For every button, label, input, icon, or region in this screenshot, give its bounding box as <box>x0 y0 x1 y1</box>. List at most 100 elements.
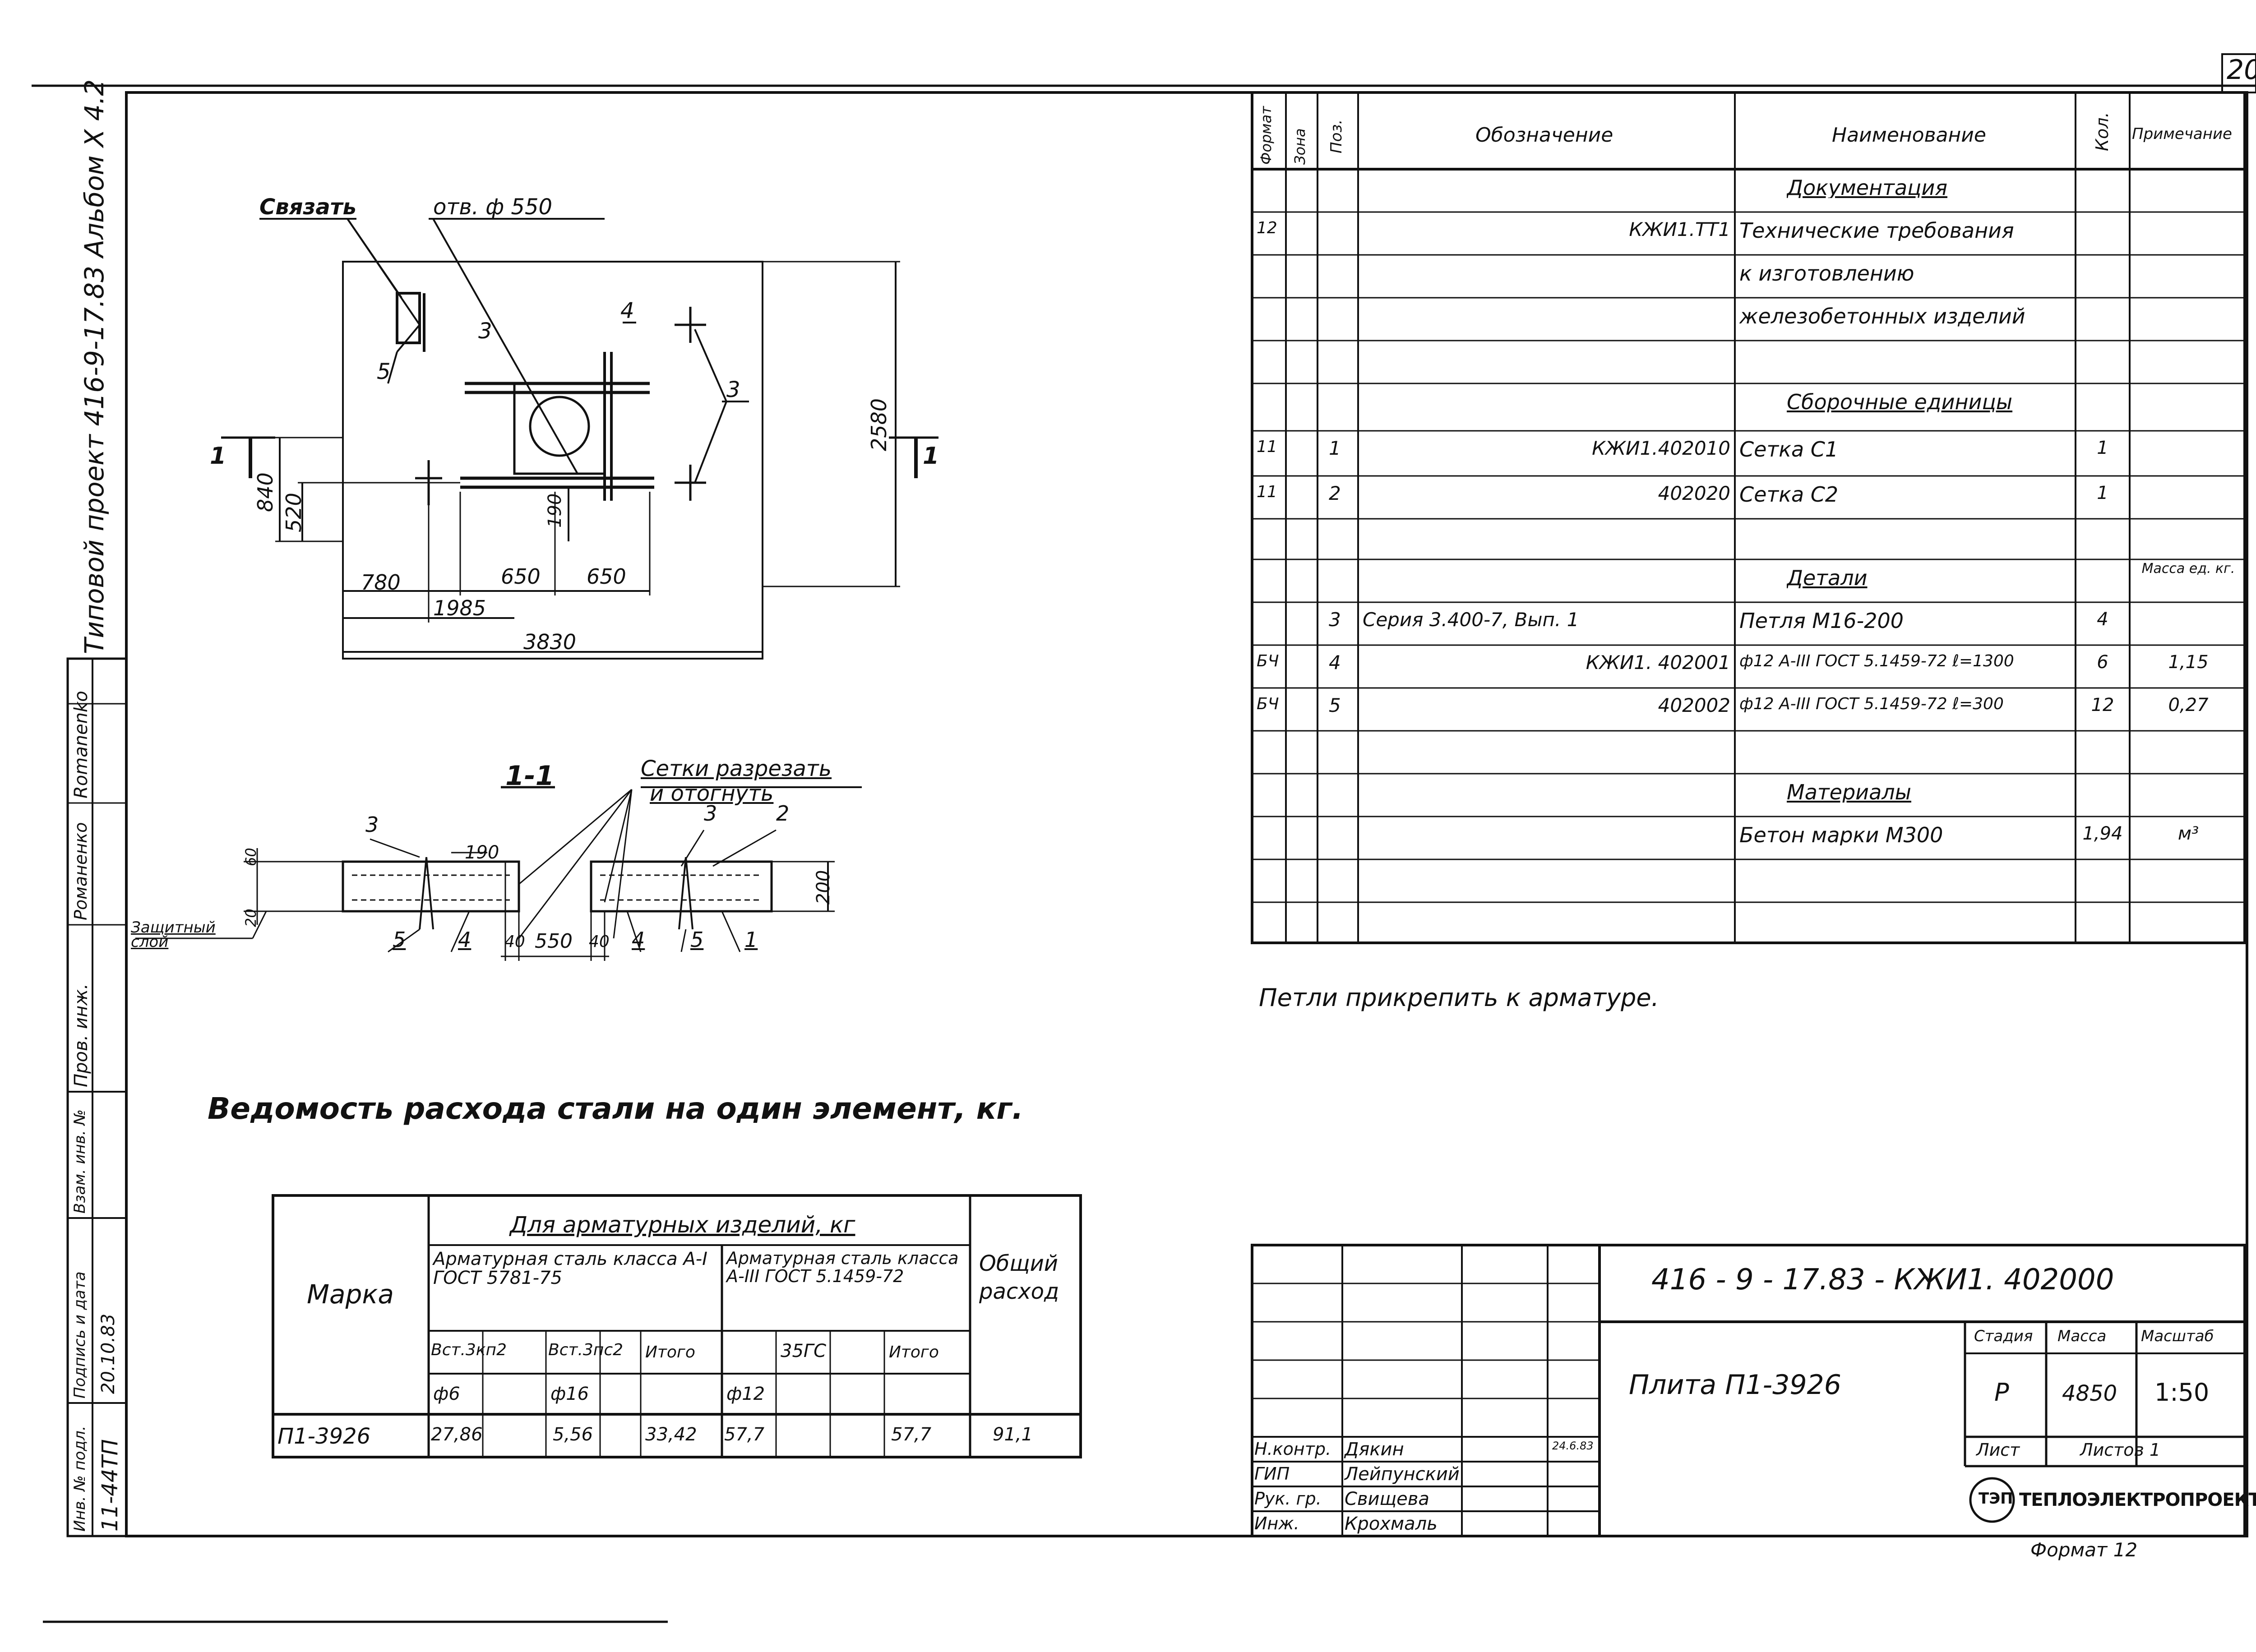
sec-label-3b: 3 <box>704 801 717 826</box>
spec-cell-name: Материалы <box>1787 782 1911 803</box>
spec-cell-qty: 12 <box>2091 695 2114 715</box>
steel-marka-header: Марка <box>307 1279 394 1310</box>
format-label: Формат 12 <box>2030 1539 2138 1561</box>
hole-label: отв. ф 550 <box>433 194 553 220</box>
check-label: Пров. инж. <box>71 983 92 1087</box>
section-mark-right: 1 <box>923 443 939 470</box>
staff-name: Крохмаль <box>1345 1514 1438 1534</box>
spec-header-pos: Поз. <box>1327 119 1345 153</box>
spec-cell-pos: 1 <box>1329 437 1341 459</box>
spec-cell-name: Документация <box>1787 177 1948 198</box>
sign-label: Подпись и дата <box>71 1271 89 1398</box>
spec-cell-note: 0,27 <box>2168 695 2209 715</box>
spec-cell-name: ф12 А-III ГОСТ 5.1459-72 ℓ=300 <box>1739 696 2004 712</box>
sec-label-200: 200 <box>813 870 834 904</box>
spec-cell-designation: КЖИ1.ТТ1 <box>1629 220 1730 239</box>
steel-group-header: Для арматурных изделий, кг <box>510 1212 855 1238</box>
sec-label-5b: 5 <box>690 928 704 952</box>
project-margin-text: Типовой проект 416-9-17.83 Альбом X 4.2 <box>79 79 110 654</box>
section-mark-left: 1 <box>210 443 227 470</box>
spec-cell-designation: КЖИ1. 402001 <box>1586 653 1730 672</box>
steel-table-caption: Ведомость расхода стали на один элемент,… <box>208 1091 1023 1126</box>
sec-label-550: 550 <box>535 930 573 953</box>
steel-itogo3: Итого <box>889 1343 939 1361</box>
spec-cell-name: Сетка С1 <box>1739 439 1839 460</box>
steel-dia-a: ф6 <box>433 1384 460 1404</box>
inv-value: 11-44ТП <box>97 1439 123 1532</box>
spec-header-zone: Зона <box>1291 128 1308 165</box>
inv-label: Инв. № подл. <box>71 1426 89 1532</box>
sec-label-60: 60 <box>242 848 259 866</box>
spec-cell-pos: 5 <box>1329 694 1341 716</box>
doc-code: 416 - 9 - 17.83 - КЖИ1. 402000 <box>1651 1263 2114 1297</box>
staff-name: Дякин <box>1345 1439 1404 1460</box>
spec-cell-name: Сборочные единицы <box>1787 392 2013 412</box>
dim-780: 780 <box>361 570 401 595</box>
steel-dia-b: ф16 <box>550 1384 589 1404</box>
spec-header-qty: Кол. <box>2092 112 2112 151</box>
steel-row-v10: 91,1 <box>993 1424 1033 1445</box>
spec-cell-format: БЧ <box>1257 695 1279 713</box>
spec-cell-qty: 6 <box>2097 652 2108 673</box>
spec-cell-name: Бетон марки М300 <box>1739 825 1943 845</box>
mass-label: Масса <box>2057 1327 2107 1345</box>
sec-label-1: 1 <box>744 928 758 952</box>
steel-sub1a: Вст.3кп2 <box>431 1341 507 1359</box>
section-title: 1-1 <box>505 760 555 792</box>
mass-value: 4850 <box>2062 1381 2117 1406</box>
org-logo-circle <box>1969 1477 2015 1523</box>
dim-840: 840 <box>253 472 277 512</box>
scale-label: Масштаб <box>2141 1327 2214 1345</box>
steel-row-v9: 57,7 <box>891 1424 932 1445</box>
spec-cell-note: 1,15 <box>2168 652 2209 673</box>
spec-cell-note: м³ <box>2177 823 2199 844</box>
steel-class3: Арматурная сталь класса А-III ГОСТ 5.145… <box>726 1248 959 1286</box>
dim-3830: 3830 <box>523 630 577 654</box>
spec-cell-format: 11 <box>1257 438 1277 456</box>
steel-dia-c: ф12 <box>726 1384 765 1404</box>
spec-cell-name: ф12 А-III ГОСТ 5.1459-72 ℓ=1300 <box>1739 653 2014 669</box>
steel-class1: Арматурная сталь класса А-I ГОСТ 5781-75 <box>433 1249 707 1288</box>
sec-label-4a: 4 <box>458 928 472 952</box>
spec-cell-pos: 4 <box>1329 651 1341 674</box>
steel-total-header: Общий расход <box>979 1251 1059 1305</box>
sheets-label: Листов 1 <box>2080 1440 2161 1460</box>
staff-name: Свищева <box>1345 1489 1429 1509</box>
dim-650b: 650 <box>587 564 626 589</box>
staff-name: Лейпунский <box>1345 1464 1460 1485</box>
dim-650a: 650 <box>501 564 541 589</box>
steel-sub3: 35ГС <box>781 1341 827 1361</box>
staff-date: 24.6.83 <box>1552 1440 1594 1452</box>
sec-label-2: 2 <box>776 801 790 826</box>
spec-cell-name: железобетонных изделий <box>1739 306 2025 327</box>
spec-cell-designation: 402020 <box>1658 484 1730 503</box>
steel-row-v1: 27,86 <box>431 1424 483 1445</box>
general-note: Петли прикрепить к арматуре. <box>1259 983 1659 1012</box>
product-name: Плита П1-3926 <box>1629 1369 1841 1401</box>
spec-cell-format: 11 <box>1257 483 1277 501</box>
section-note-line2: и отогнуть <box>650 781 774 806</box>
protective-layer-label: Защитный слой <box>131 918 216 951</box>
spec-header-format: Формат <box>1257 106 1275 165</box>
spec-cell-name: Детали <box>1787 568 1868 588</box>
spec-header-designation: Обозначение <box>1475 124 1613 147</box>
dim-1985: 1985 <box>433 596 486 620</box>
spec-cell-pos: 3 <box>1329 609 1341 631</box>
steel-row-v3: 5,56 <box>553 1424 593 1445</box>
steel-row-marka: П1-3926 <box>277 1424 371 1449</box>
spec-cell-note: Масса ед. кг. <box>2141 561 2235 577</box>
spec-cell-qty: 4 <box>2097 609 2108 630</box>
sec-label-4b: 4 <box>632 928 645 952</box>
sheet-number: 20 <box>2227 54 2256 86</box>
sec-label-3a: 3 <box>365 812 379 837</box>
staff-role: Н.контр. <box>1254 1439 1331 1459</box>
org-name: ТЕПЛОЭЛЕКТРОПРОЕКТ <box>2019 1490 2256 1510</box>
callout-5: 5 <box>377 359 391 384</box>
steel-row-v5: 33,42 <box>645 1424 697 1445</box>
spec-cell-name: Петля М16-200 <box>1739 610 1904 631</box>
spec-cell-format: БЧ <box>1257 652 1279 670</box>
spec-cell-name: Сетка С2 <box>1739 484 1839 505</box>
check-name: Романенко <box>71 822 91 920</box>
sheet-label: Лист <box>1976 1440 2020 1460</box>
